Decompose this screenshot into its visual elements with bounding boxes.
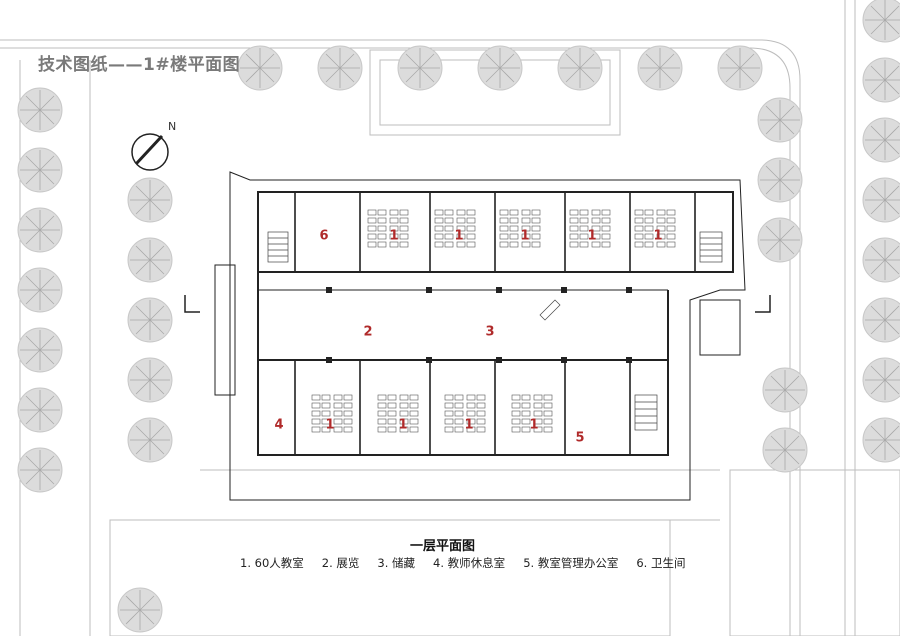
legend-item: 3. 储藏 bbox=[377, 556, 416, 570]
room-number: 1 bbox=[520, 228, 530, 244]
legend-item: 6. 卫生间 bbox=[636, 556, 686, 570]
plan-caption: 一层平面图 bbox=[410, 539, 476, 554]
room-number: 5 bbox=[575, 430, 585, 446]
legend-item: 1. 60人教室 bbox=[240, 556, 304, 570]
north-label: N bbox=[168, 120, 177, 133]
room-number: 1 bbox=[398, 417, 408, 433]
legend-item: 5. 教室管理办公室 bbox=[523, 556, 619, 570]
room-number: 2 bbox=[363, 324, 373, 340]
partitions bbox=[294, 192, 696, 455]
north-arrow-icon bbox=[131, 133, 169, 171]
stair-icon bbox=[267, 231, 723, 431]
room-number: 1 bbox=[464, 417, 474, 433]
room-number: 1 bbox=[653, 228, 663, 244]
section-markers bbox=[184, 295, 771, 313]
room-number: 1 bbox=[325, 417, 335, 433]
drawing-title: 技术图纸——1#楼平面图 bbox=[38, 55, 241, 75]
room-number: 3 bbox=[485, 324, 495, 340]
room-number: 1 bbox=[454, 228, 464, 244]
legend: 1. 60人教室 2. 展览 3. 储藏 4. 教师休息室 5. 教室管理办公室… bbox=[240, 555, 685, 571]
legend-item: 4. 教师休息室 bbox=[433, 556, 506, 570]
room-number: 1 bbox=[529, 417, 539, 433]
room-number: 1 bbox=[389, 228, 399, 244]
room-number: 4 bbox=[274, 417, 284, 433]
room-number: 6 bbox=[319, 228, 329, 244]
room-number: 1 bbox=[587, 228, 597, 244]
legend-item: 2. 展览 bbox=[321, 556, 360, 570]
classroom-desks bbox=[311, 209, 676, 433]
columns bbox=[326, 287, 632, 363]
